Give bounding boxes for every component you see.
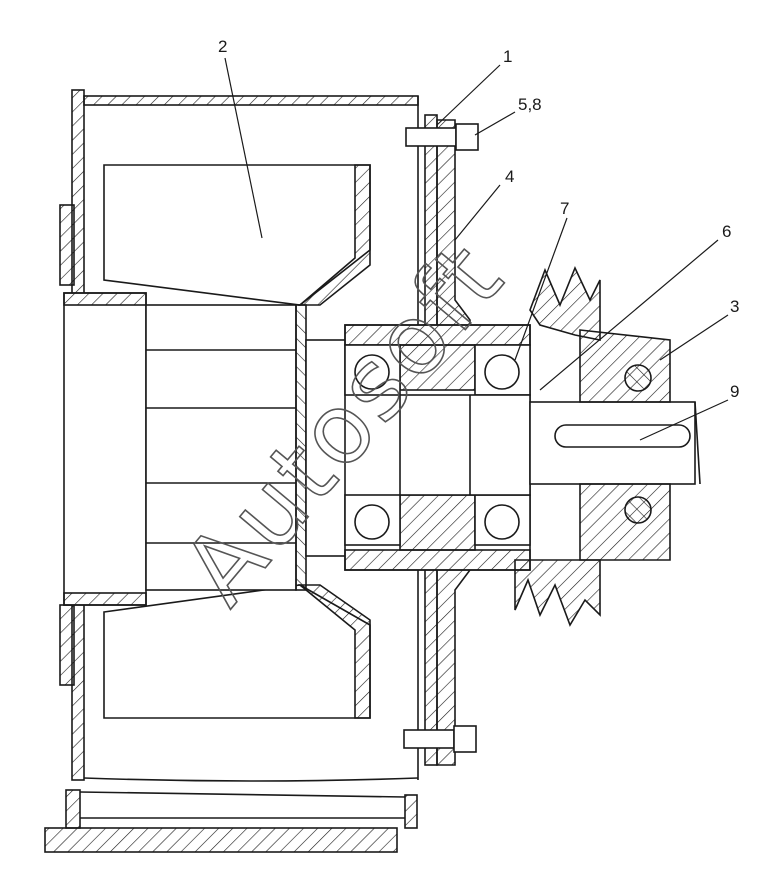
bolts xyxy=(403,123,479,753)
callout-2: 2 xyxy=(218,37,227,56)
callout-7: 7 xyxy=(560,199,569,218)
callout-3: 3 xyxy=(730,297,739,316)
base-plate xyxy=(44,789,418,853)
leader-lines xyxy=(224,57,729,441)
callout-labels: 1 2 3 4 5,8 6 7 9 xyxy=(218,37,739,401)
coupling xyxy=(579,329,671,561)
callout-1: 1 xyxy=(503,47,512,66)
rotor-fan xyxy=(63,164,371,719)
callout-5-8: 5,8 xyxy=(518,95,542,114)
callout-4: 4 xyxy=(505,167,514,186)
callout-9: 9 xyxy=(730,382,739,401)
callout-6: 6 xyxy=(722,222,731,241)
bearings xyxy=(344,344,531,546)
shaft xyxy=(399,394,701,496)
pulley xyxy=(514,266,601,627)
